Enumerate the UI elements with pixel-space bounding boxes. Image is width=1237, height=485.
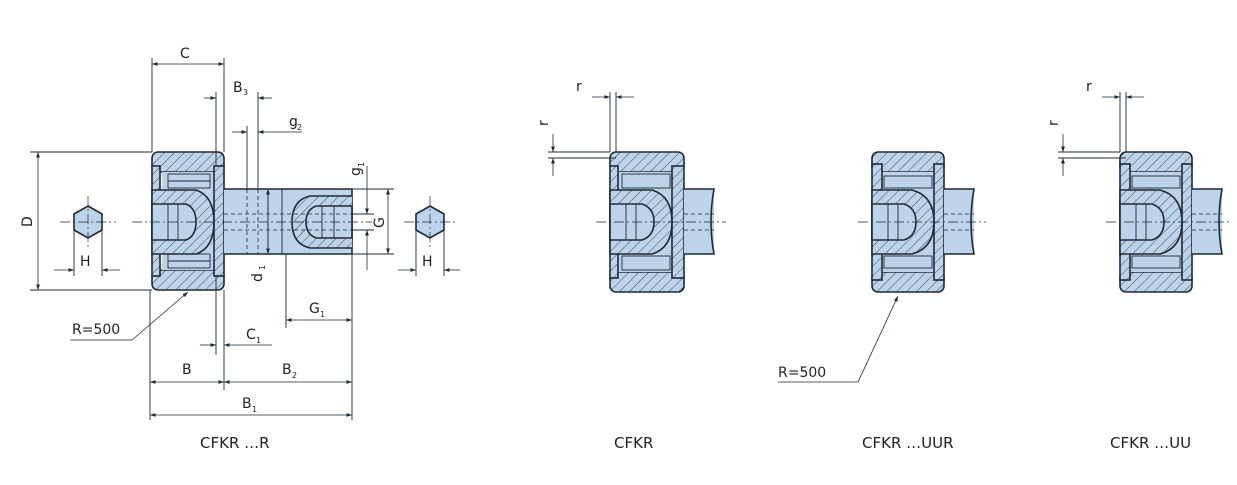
label-b2-sub: 2 — [292, 371, 297, 380]
label-c1: C — [246, 327, 256, 343]
label-g: G — [372, 217, 388, 228]
label-h-left: H — [80, 254, 91, 270]
label-b3: B — [233, 80, 243, 96]
label-b2: B — [282, 362, 292, 378]
label-c: C — [180, 46, 190, 62]
caption-cfkr-uu: CFKR …UU — [1110, 434, 1191, 452]
label-r-horizontal-cfkr-uu: r — [1086, 79, 1092, 95]
label-g1-sub: 1 — [357, 162, 366, 167]
label-r500-view3: R=500 — [778, 365, 826, 381]
label-r-horizontal-cfkr: r — [576, 79, 582, 95]
label-c1-sub: 1 — [256, 336, 261, 345]
label-g1-cap: G — [309, 301, 320, 317]
caption-cfkr: CFKR — [614, 434, 653, 452]
label-h-right: H — [422, 254, 433, 270]
label-d1: d — [250, 273, 266, 282]
hex-socket-view-right — [398, 196, 460, 276]
label-d1-sub: 1 — [258, 265, 267, 270]
label-r-vertical-cfkr-uu: r — [1046, 120, 1062, 126]
view-cfkr-r: C B 3 g 2 g 1 D G H H d 1 G 1 R=500 C 1 … — [20, 46, 460, 452]
hex-socket-view-left — [54, 196, 120, 276]
label-b3-sub: 3 — [243, 88, 248, 97]
label-g2-sub: 2 — [297, 123, 302, 132]
caption-cfkr-uur: CFKR …UUR — [862, 434, 954, 452]
label-b1-sub: 1 — [252, 405, 257, 414]
view-cfkr: r r CFKR — [536, 79, 726, 452]
outer-ring-bottom — [152, 270, 224, 290]
label-d: D — [20, 216, 36, 227]
label-g1-cap-sub: 1 — [320, 310, 325, 319]
caption-cfkr-r: CFKR …R — [200, 434, 270, 452]
label-g1: g — [348, 167, 364, 176]
view-cfkr-uur: R=500 CFKR …UUR — [778, 151, 986, 452]
label-r500-view1: R=500 — [72, 322, 120, 338]
outer-ring-top — [152, 152, 224, 172]
label-g2: g — [289, 114, 298, 130]
view-cfkr-uu: r r CFKR …UU — [1046, 79, 1232, 452]
label-r-vertical-cfkr: r — [536, 120, 552, 126]
label-b: B — [182, 362, 192, 378]
label-b1: B — [242, 396, 252, 412]
